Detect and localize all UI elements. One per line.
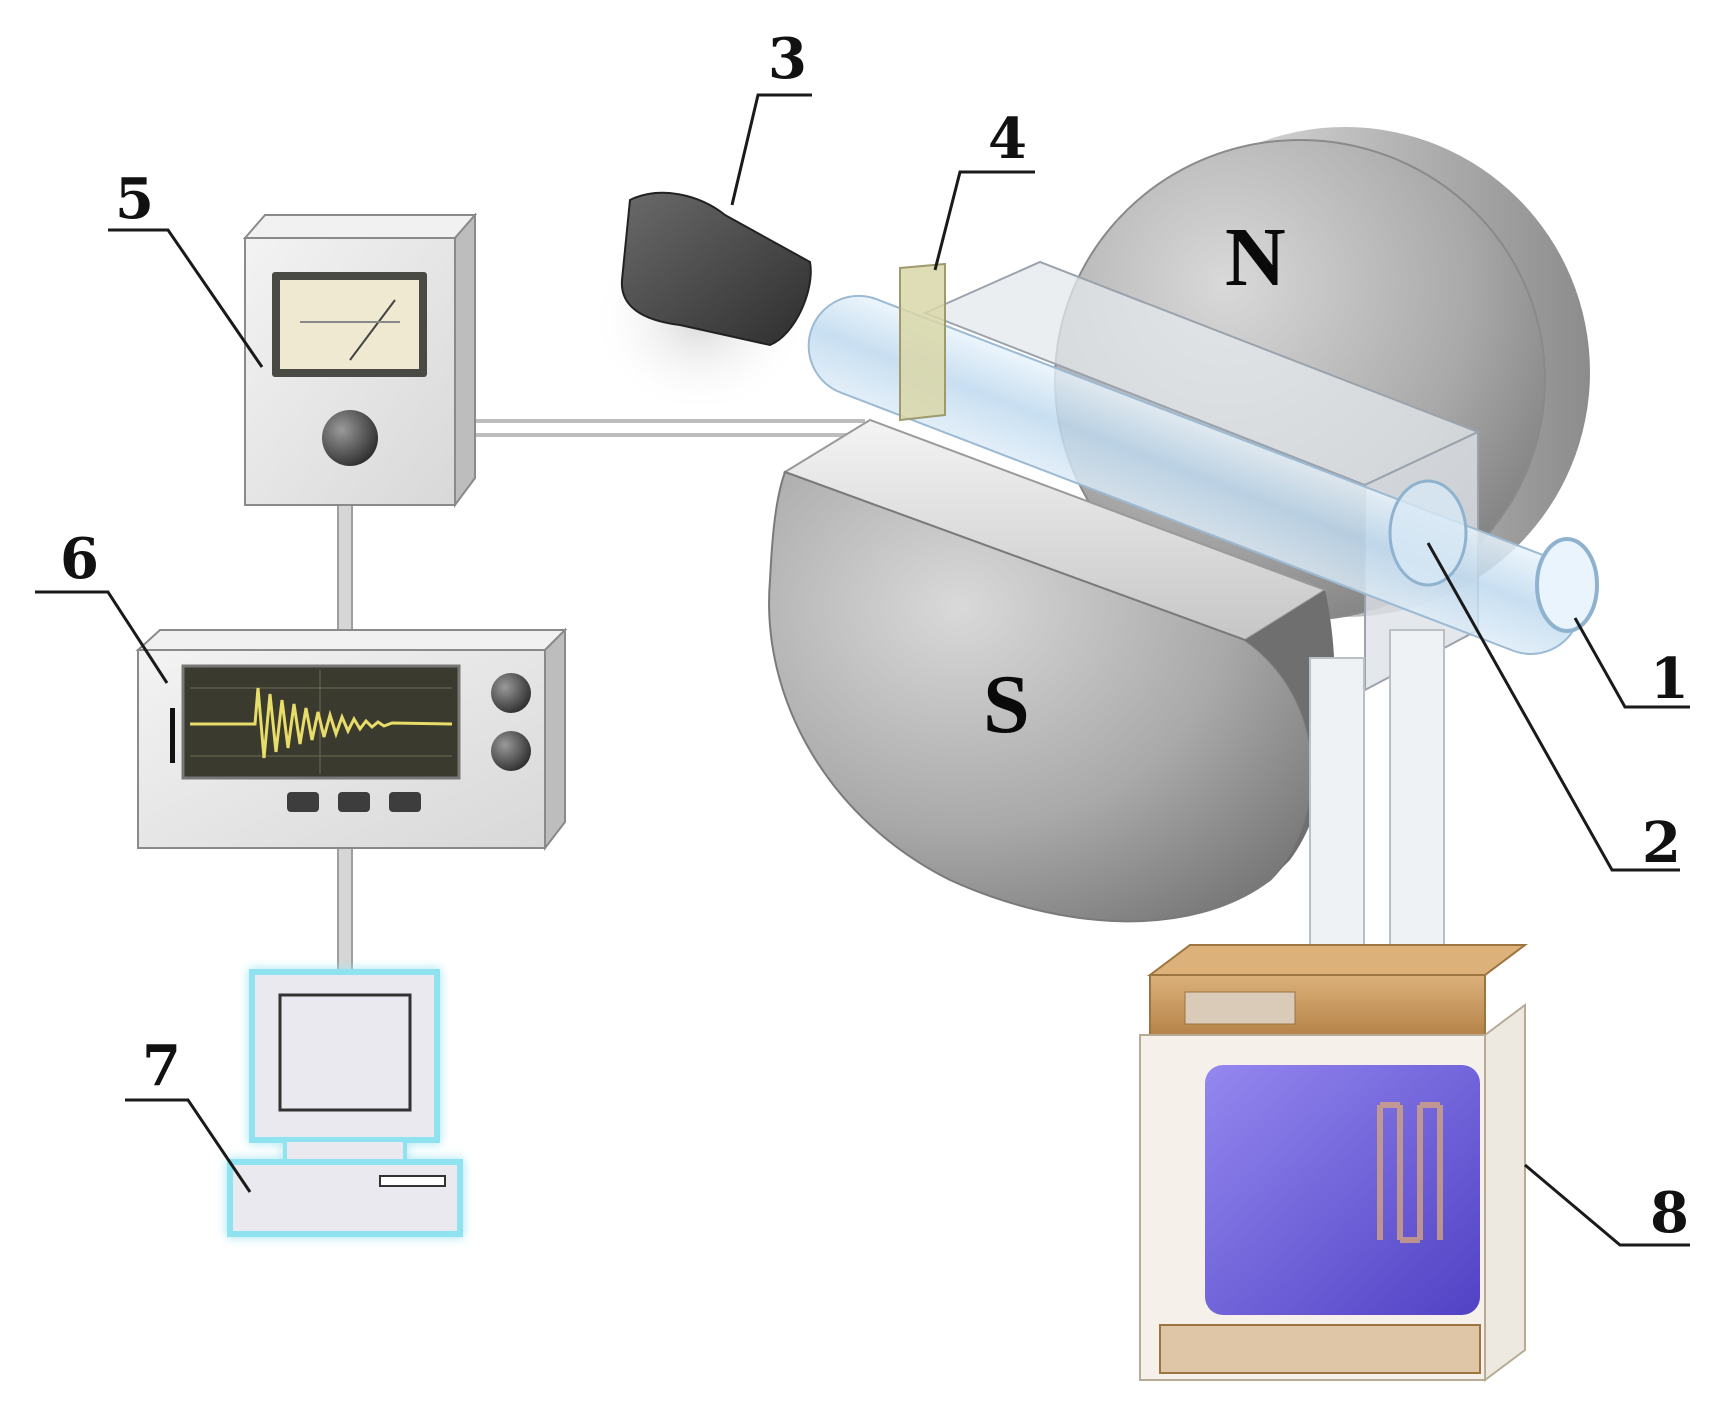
meter-needle: [349, 299, 396, 361]
label-2: 2: [1642, 810, 1681, 876]
cable-6-to-7: [337, 847, 353, 971]
label-5: 5: [115, 166, 154, 232]
system-unit: [227, 1159, 463, 1237]
leader-4: [933, 170, 1035, 271]
heater-pipe-right: [1389, 629, 1445, 961]
computer-7: [227, 969, 463, 1237]
leader-1: [1573, 617, 1690, 709]
electromagnet: N S: [768, 127, 1599, 923]
heater-pipe-left: [1309, 657, 1365, 959]
optical-filter: [899, 262, 946, 422]
heater-lid-window: [1184, 991, 1296, 1025]
damped-oscillation-trace: [190, 687, 453, 759]
oscilloscope-6: [135, 627, 568, 851]
disk-slot: [379, 1175, 446, 1187]
measuring-device-5: [242, 212, 478, 509]
cable-5-to-magnet: [470, 419, 865, 437]
scope-top: [135, 629, 568, 651]
heater-lid-top: [1147, 944, 1528, 976]
meter-box-side: [454, 212, 476, 509]
scope-button-3: [389, 792, 421, 812]
label-6: 6: [60, 526, 99, 592]
scope-button-2: [338, 792, 370, 812]
monitor-screen: [278, 993, 412, 1112]
cable-5-to-6: [337, 502, 353, 631]
meter-knob: [322, 410, 378, 466]
inner-cell-end: [1388, 479, 1468, 587]
label-7: 7: [142, 1033, 181, 1099]
scope-knob-top: [491, 673, 531, 713]
south-pole-label: S: [983, 658, 1030, 751]
monitor-stand: [283, 1138, 407, 1164]
leader-6: [35, 590, 169, 684]
scope-left-marker: [170, 708, 175, 763]
label-3: 3: [768, 26, 807, 92]
analog-meter-face: [280, 280, 419, 369]
scope-knob-bottom: [491, 731, 531, 771]
leader-3: [730, 93, 812, 206]
label-8: 8: [1650, 1180, 1689, 1246]
thermostat-8: [1139, 629, 1528, 1382]
callout-labels: 1 2 3 4 5 6 7 8: [60, 26, 1689, 1246]
heater-core: [1205, 1065, 1480, 1315]
lamp-body: [620, 191, 812, 347]
meter-box-top: [242, 214, 478, 239]
label-4: 4: [988, 106, 1027, 172]
tube-end: [1535, 537, 1599, 633]
label-1: 1: [1650, 646, 1689, 712]
leader-7: [125, 1098, 252, 1193]
leader-2: [1426, 542, 1680, 872]
heater-base: [1159, 1324, 1481, 1374]
heating-coil: [1377, 1102, 1443, 1243]
north-pole-label: N: [1225, 211, 1286, 304]
scope-side: [544, 627, 566, 851]
leader-lines: [35, 93, 1690, 1247]
heater-body-side: [1484, 1003, 1526, 1382]
leader-8: [1524, 1163, 1690, 1247]
leader-5: [108, 228, 264, 368]
scope-button-1: [287, 792, 319, 812]
light-source: [590, 191, 812, 415]
